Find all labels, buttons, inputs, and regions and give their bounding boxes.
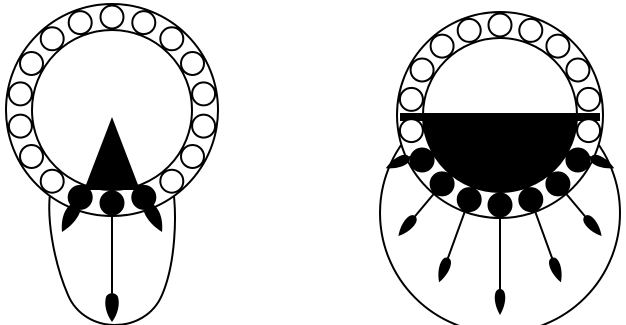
left-ball bbox=[160, 170, 183, 193]
left-ball bbox=[181, 145, 204, 168]
left-ball bbox=[181, 52, 204, 75]
right-dark-ball bbox=[431, 172, 454, 195]
right-ball bbox=[431, 35, 454, 58]
left-ball bbox=[41, 170, 64, 193]
left-ball bbox=[192, 115, 215, 138]
right-ball bbox=[519, 19, 542, 42]
right-ball bbox=[566, 59, 589, 82]
right-dark-ball bbox=[566, 149, 589, 172]
right-dark-ball bbox=[458, 188, 481, 211]
right-ball bbox=[577, 88, 600, 111]
left-ball bbox=[132, 11, 155, 34]
right-ball bbox=[411, 59, 434, 82]
right-figure bbox=[380, 12, 620, 325]
right-ball bbox=[546, 35, 569, 58]
left-ball bbox=[69, 11, 92, 34]
right-dark-ball bbox=[489, 194, 512, 217]
right-beam-band bbox=[400, 113, 600, 121]
left-ball bbox=[41, 27, 64, 50]
left-ball bbox=[20, 145, 43, 168]
left-ball bbox=[192, 82, 215, 105]
left-ball bbox=[20, 52, 43, 75]
right-dark-ball bbox=[519, 188, 542, 211]
left-figure bbox=[6, 4, 218, 325]
right-dark-ball bbox=[546, 172, 569, 195]
left-ball bbox=[160, 27, 183, 50]
left-ball bbox=[101, 6, 124, 29]
left-ball bbox=[9, 115, 32, 138]
left-ball bbox=[9, 82, 32, 105]
right-ball bbox=[577, 119, 600, 142]
right-ball bbox=[400, 88, 423, 111]
right-ball bbox=[489, 14, 512, 37]
right-ball bbox=[400, 119, 423, 142]
right-dark-ball bbox=[411, 149, 434, 172]
right-ball bbox=[458, 19, 481, 42]
